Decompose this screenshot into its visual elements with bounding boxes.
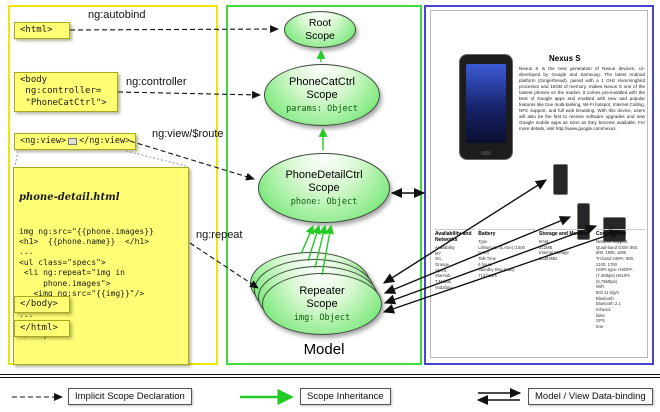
text-line: <img ng:src="{{img}}"/>: [19, 288, 145, 298]
text-line: ...: [19, 247, 34, 257]
text-line: false: [595, 312, 605, 318]
text-line: true: [595, 324, 604, 330]
scope-binding-text: img: Object: [293, 313, 351, 324]
text-line: <body: [20, 75, 48, 85]
phone-detail-page-mock: Nexus S Nexus S is the next generation o…: [430, 10, 648, 358]
root-scope-ellipse: Root Scope: [284, 11, 356, 48]
phone-description-text: Nexus S is the next generation of Nexus …: [519, 66, 645, 131]
spec-header: Availability and Networks: [435, 229, 475, 243]
phone-detail-filename: phone-detail.html: [19, 191, 120, 203]
ng-view-close-tag: </ng:view>: [79, 136, 131, 146]
label-ng-controller: ng:controller: [126, 76, 187, 88]
label-ng-autobind: ng:autobind: [88, 9, 146, 21]
text-line: ...: [19, 309, 34, 319]
legend-implicit-scope-declaration: Implicit Scope Declaration: [68, 388, 192, 405]
scope-binding-text: phone: Object: [290, 197, 358, 208]
model-panel-label: Model: [303, 341, 345, 358]
text-line: img ng:src="{{phone.images}}: [19, 226, 154, 236]
scope-title-line: PhoneCatCtrl: [288, 75, 356, 88]
scope-title-line: PhoneDetailCtrl: [285, 168, 363, 181]
phone-home-button: [481, 151, 491, 155]
ng-view-open-tag: <ng:view>: [20, 136, 67, 146]
scope-title-line: Scope: [306, 88, 338, 101]
text-line: <h1> {{phone.name}} </h1>: [19, 236, 150, 246]
label-ng-repeat: ng:repeat: [196, 229, 243, 241]
phone-main-image: [459, 54, 513, 160]
text-line: <ul class="specs">: [19, 257, 106, 267]
text-line: "PhoneCatCtrl">: [20, 97, 107, 108]
text-line: ng:controller=: [20, 86, 102, 97]
code-box-html-open: <html>: [14, 22, 70, 40]
scope-title-line: Root: [308, 17, 332, 30]
scope-title-line: Scope: [305, 29, 335, 42]
text-line: GPS: [595, 318, 605, 324]
phonedetailctrl-scope-ellipse: PhoneDetailCtrl Scope phone: Object: [258, 153, 390, 223]
phone-screen: [466, 64, 506, 143]
text-line: phone.images">: [19, 278, 111, 288]
legend-scope-inheritance: Scope Inheritance: [300, 388, 391, 405]
text-line: HSPA type: HSDPA (7.2Mbps) HSUPA (5.76Mb…: [595, 267, 633, 284]
text-line: <li ng:repeat="img in: [19, 268, 125, 278]
spec-header: Storage and Memory: [539, 229, 592, 237]
text-line: Quad-band GSM: 850, 900, 1800, 1900: [595, 244, 639, 256]
spec-header: Battery: [478, 229, 536, 237]
phone-name-heading: Nexus S: [549, 54, 581, 63]
scope-title-line: Scope: [308, 181, 340, 194]
legend-separator: [0, 374, 660, 378]
text-line: Tri-band HSPA: 900, 2100, 1700: [595, 256, 635, 267]
scope-binding-text: params: Object: [286, 104, 358, 115]
view-placeholder-icon: [68, 137, 78, 145]
code-box-html-close: </html>: [14, 320, 70, 338]
phone-thumbnail-1: [553, 164, 568, 195]
label-ng-view-route: ng:view/$route: [152, 128, 224, 140]
scope-title-line: Scope: [306, 297, 338, 310]
scope-title-line: Repeater: [299, 284, 345, 297]
phonecatctrl-scope-ellipse: PhoneCatCtrl Scope params: Object: [264, 64, 380, 126]
text-line: Lithium Ion (Li-Ion) (1500 mAH): [478, 244, 525, 256]
spec-header: Connectivity: [595, 229, 645, 237]
legend-model-view-data-binding: Model / View Data-binding: [528, 388, 653, 405]
text-line: Vodafone: [435, 284, 453, 290]
text-line: 713 hours: [478, 273, 497, 279]
repeater-scope-ellipse-front: Repeater Scope img: Object: [262, 273, 382, 335]
code-box-body-open: <body ng:controller= "PhoneCatCtrl">: [14, 72, 118, 112]
text-line: 16384MB: [539, 256, 557, 262]
code-box-ng-view: <ng:view> </ng:view>: [14, 133, 137, 150]
code-box-body-close: </body>: [14, 296, 70, 314]
